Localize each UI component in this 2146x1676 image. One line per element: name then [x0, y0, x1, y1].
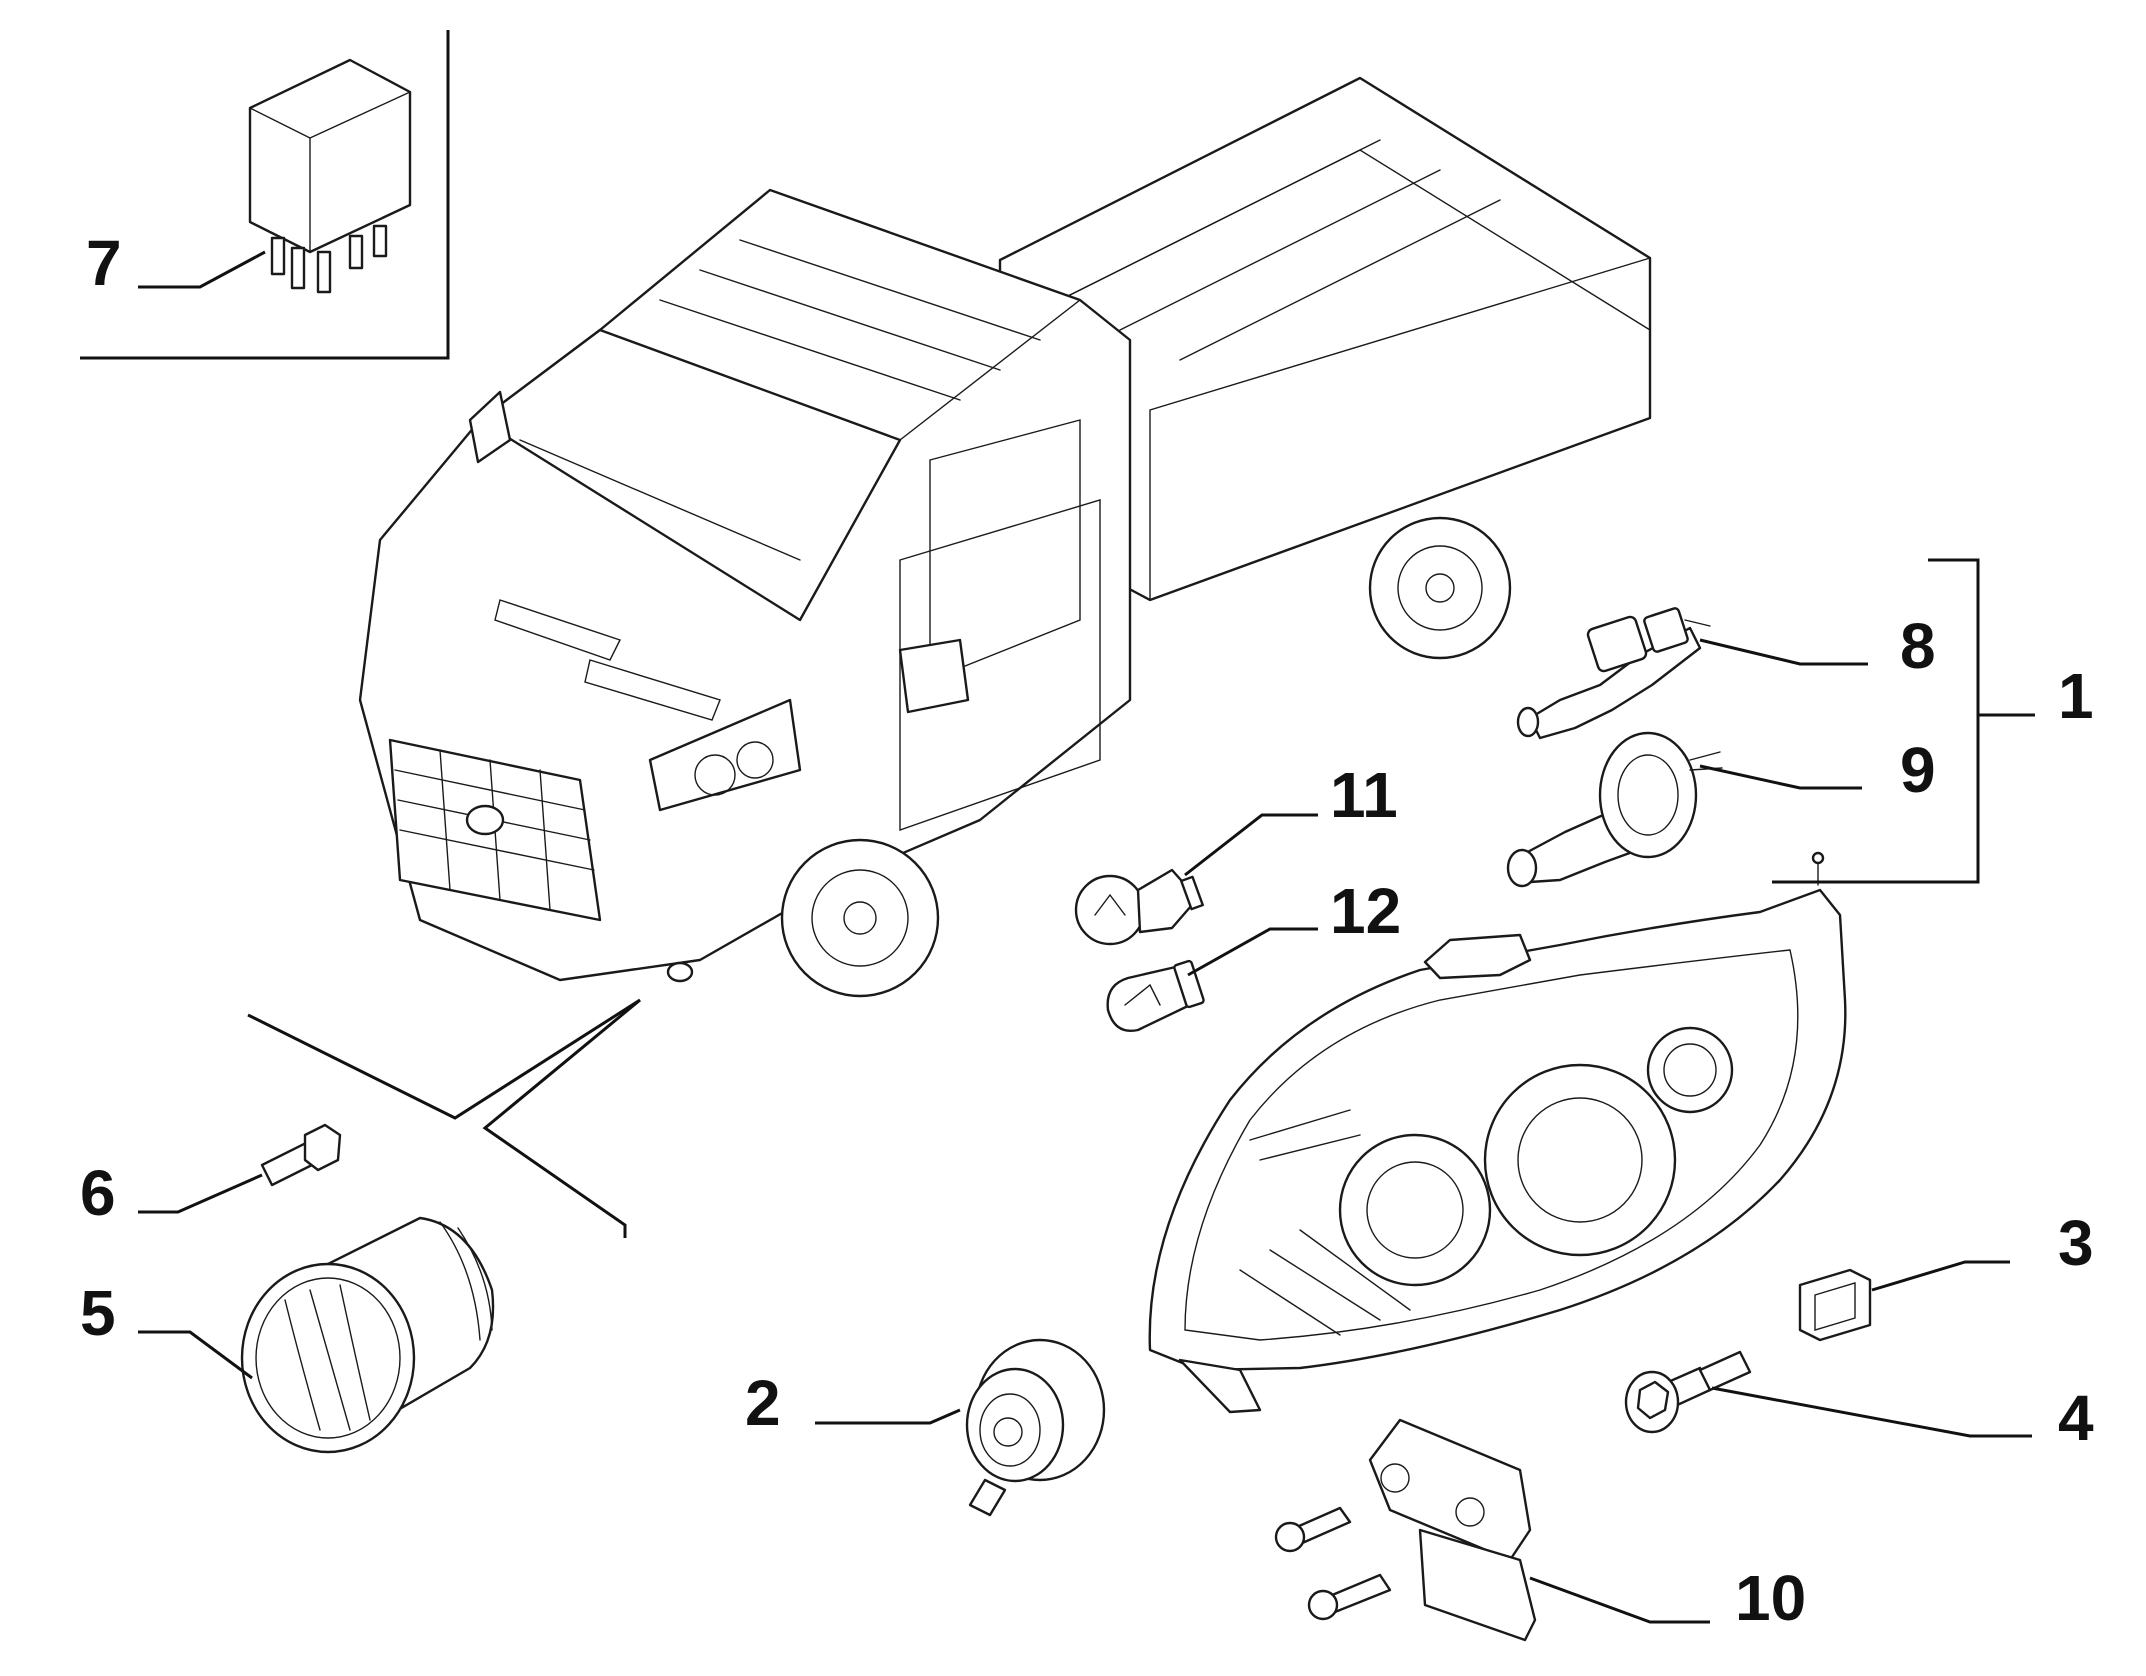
callout-4: 4 — [1711, 1382, 2094, 1454]
callout-2: 2 — [745, 1367, 961, 1439]
screw-4 — [1624, 1350, 1752, 1434]
callout-10: 10 — [1529, 1562, 1806, 1634]
bulb-11 — [1074, 868, 1204, 946]
fog-lamp-5 — [240, 1216, 495, 1454]
callout-7-label: 7 — [86, 227, 122, 299]
callout-5: 5 — [80, 1277, 253, 1380]
callout-2-label: 2 — [745, 1367, 781, 1439]
callout-1: 1 — [2058, 660, 2094, 732]
callout-1-label: 1 — [2058, 660, 2094, 732]
callout-9-label: 9 — [1900, 734, 1936, 806]
callout-11-label: 11 — [1330, 759, 1398, 831]
adjuster-2 — [965, 1338, 1106, 1517]
callout-8: 8 — [1699, 610, 1936, 682]
bulb-12 — [1106, 959, 1205, 1032]
relay — [248, 58, 412, 294]
bulb-8 — [1516, 607, 1711, 740]
group-bracket-1 — [1772, 558, 2035, 884]
bulb-9 — [1506, 731, 1723, 888]
callout-4-label: 4 — [2058, 1382, 2094, 1454]
callout-8-label: 8 — [1900, 610, 1936, 682]
fog-lamp-indicator — [247, 998, 641, 1238]
callout-3-label: 3 — [2058, 1207, 2094, 1279]
callout-3: 3 — [1871, 1207, 2094, 1292]
callout-12-label: 12 — [1330, 875, 1401, 947]
callout-11: 11 — [1184, 759, 1398, 877]
screw-6 — [260, 1123, 342, 1187]
callout-6-label: 6 — [80, 1157, 116, 1229]
callout-6: 6 — [80, 1157, 263, 1229]
bracket-10 — [1274, 1418, 1537, 1642]
clip-3 — [1798, 1268, 1872, 1342]
callout-5-label: 5 — [80, 1277, 116, 1349]
callout-7: 7 — [86, 227, 266, 299]
headlamp-assembly — [1148, 851, 1847, 1414]
relay-inset — [80, 30, 450, 360]
callout-9: 9 — [1699, 734, 1936, 806]
truck-illustration — [358, 76, 1652, 998]
callout-10-label: 10 — [1735, 1562, 1806, 1634]
inset-frame — [80, 30, 450, 360]
callout-12: 12 — [1187, 875, 1401, 977]
